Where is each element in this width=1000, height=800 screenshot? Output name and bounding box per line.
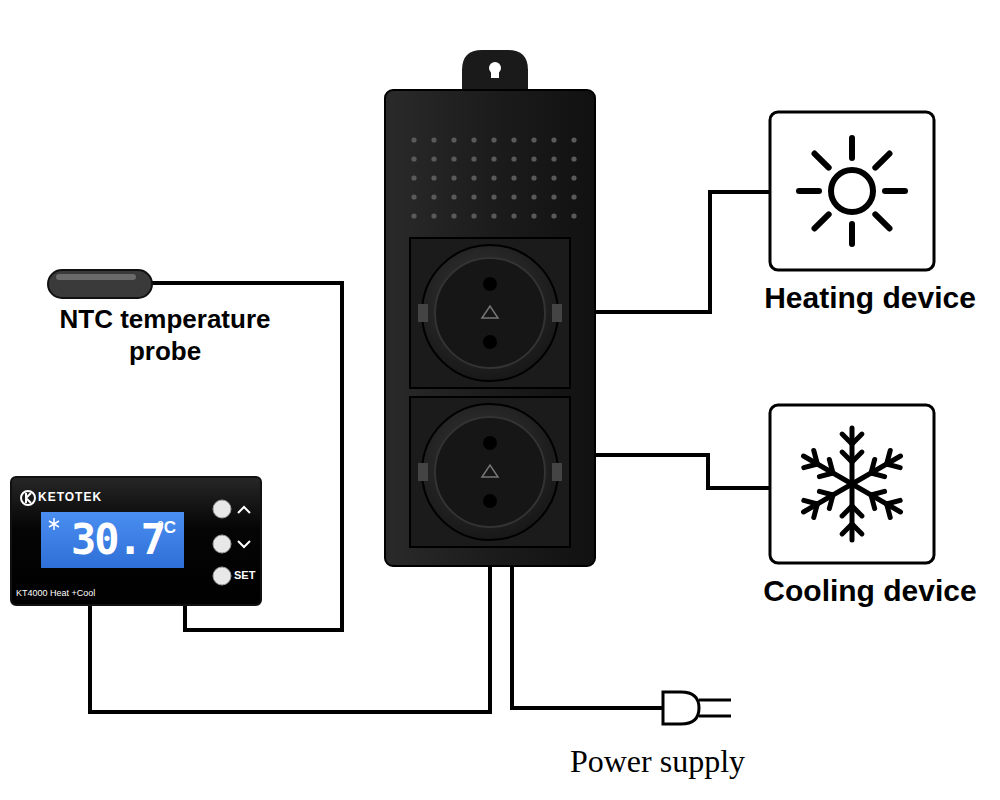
wires [90,192,770,712]
control-buttons [208,498,262,598]
sun-ray [849,224,855,244]
lcd-screen: 30.7°C [41,512,184,568]
snowflake-branch [852,434,862,444]
illustration-part [483,335,497,349]
snowflake-arm [852,456,900,484]
snowflake-branch [842,524,852,534]
illustration-part [435,258,545,368]
cooling-wire [595,455,770,488]
model-label: KT4000 Heat +Cool [16,588,95,598]
illustration-part [435,417,545,527]
snowflake-indicator [47,517,61,531]
illustration-part [482,306,498,318]
outlet [418,245,562,381]
push-button [213,500,231,518]
snowflake-arm [850,484,855,540]
snowflake-arm [804,456,852,484]
device-label: Cooling device [763,573,976,609]
plug-body [663,692,699,724]
snowflake-branch [871,495,875,509]
socket-panel [410,238,570,388]
device-label: Heating device [764,280,976,316]
socket-housing [385,90,595,566]
illustration-part [422,245,558,381]
sun-ray [799,188,819,194]
sun-ray [875,154,889,168]
sun-ray [815,214,829,228]
sun-disc [831,170,873,212]
illustration-part [552,463,562,481]
power-wire [512,565,662,708]
snowflake-arm [852,484,900,512]
down-chevron [238,541,250,547]
illustration-part [418,304,428,322]
probe-shine [56,274,136,280]
temperature-unit: °C [157,518,176,538]
device-node: Heating device [742,108,998,320]
sun-ray [885,188,905,194]
probe-cable [150,281,310,285]
probe-body [48,270,152,298]
snowflake-branch [819,491,833,495]
device-node: Cooling device [742,401,998,613]
snowflake-branch [829,459,833,473]
push-button [213,567,231,585]
snowflake-branch [852,452,862,462]
heating-wire [595,192,770,312]
illustration-part [482,465,498,477]
power-label: Power supply [570,742,745,780]
snowflake-icon-box [768,403,936,565]
socket-unit [385,50,595,566]
button-label: SET [234,569,255,581]
illustration-part [21,491,35,505]
probe-label: NTC temperature probe [40,303,310,367]
hanger-tab [462,50,528,92]
snowflake-arm [850,428,855,484]
up-chevron [238,507,250,513]
icon-frame [770,112,934,270]
keyhole-slot [491,68,499,78]
snowflake-branch [842,506,852,516]
push-button [213,535,231,553]
probe-node: NTC temperature probe [40,258,310,376]
illustration-part [26,493,31,503]
illustration-part [483,277,497,291]
plug-pin [699,699,731,702]
snowflake-arm [804,484,852,512]
sun-ray [815,154,829,168]
sun-icon-box [768,110,936,272]
temperature-reading: 30.7 [71,516,164,564]
plug-pin [699,715,731,718]
power-node: Power supply [555,680,760,792]
vent-holes [408,136,588,231]
socket-panel [410,397,570,547]
brand-logo [18,488,38,508]
sun-ray [849,138,855,158]
illustration-part [422,404,558,540]
snowflake-branch [814,450,818,464]
plug-lead [659,706,663,710]
illustration-part [483,436,497,450]
icon-frame [770,405,934,563]
sun-ray [875,214,889,228]
snowflake-branch [871,473,885,477]
outlet [418,404,562,540]
illustration-part [552,304,562,322]
plug-symbol [659,686,739,730]
snowflake-branch [804,500,818,504]
illustration-part [418,463,428,481]
illustration-part [483,494,497,508]
controller-node: 30.7°C KETOTEK SET KT4000 Heat +Cool [10,476,262,606]
snowflake-branch [887,464,901,468]
probe-symbol [46,268,158,300]
snowflake-branch [887,504,891,518]
brand-name: KETOTEK [38,490,102,504]
illustration-part [49,518,59,530]
